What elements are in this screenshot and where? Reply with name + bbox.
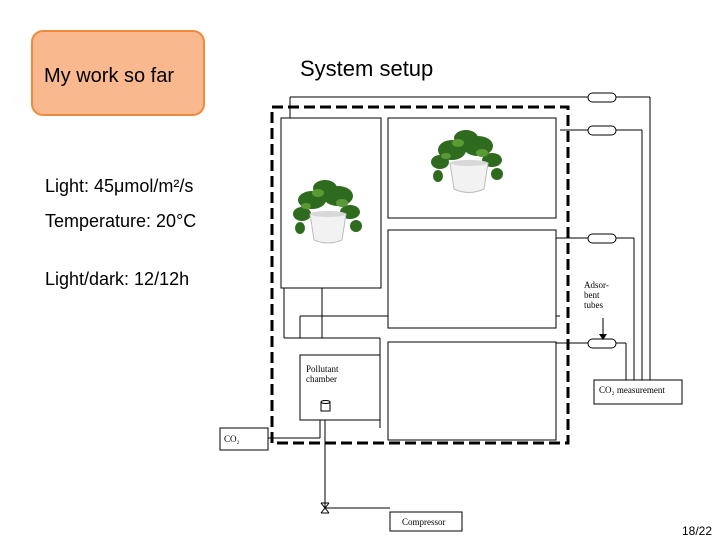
section-badge: My work so far [31,30,205,116]
pollutant-vial-icon [320,400,331,412]
co2-source-label: CO₂ [224,434,240,444]
light-parameter: Light: 45μmol/m²/s [45,176,194,196]
adsorbent-tube-2 [587,125,617,136]
potted-plant-icon [431,130,503,193]
pollutant-chamber-label: Pollutant chamber [306,364,339,384]
pollutant-chamber [299,354,381,421]
slide-number: 18/22 [682,524,713,538]
enclosure-boundary [270,105,570,445]
valve-icon [320,502,330,514]
adsorbent-tube-3 [587,233,617,244]
adsorbent-tube-1 [587,92,617,103]
diagram-title: System setup [300,56,434,81]
empty-chamber-middle [387,229,557,329]
empty-chamber-bottom [387,341,557,441]
co2-source-box [219,427,269,451]
adsorbent-tubes-label: Adsor-bent tubes [584,280,609,310]
co2-measurement-label: CO₂ measurement [599,385,665,395]
potted-plant-icon [293,180,362,244]
co2-measurement-box [593,379,683,405]
temperature-parameter: Temperature: 20°C [45,211,197,231]
compressor-label: Compressor [402,517,446,527]
badge-label: My work so far [44,65,175,87]
light-dark-parameter: Light/dark: 12/12h [45,269,190,289]
compressor-box [389,511,463,532]
arrow-icon [599,334,607,340]
adsorbent-tube-4 [587,338,617,349]
tubing [268,96,651,509]
